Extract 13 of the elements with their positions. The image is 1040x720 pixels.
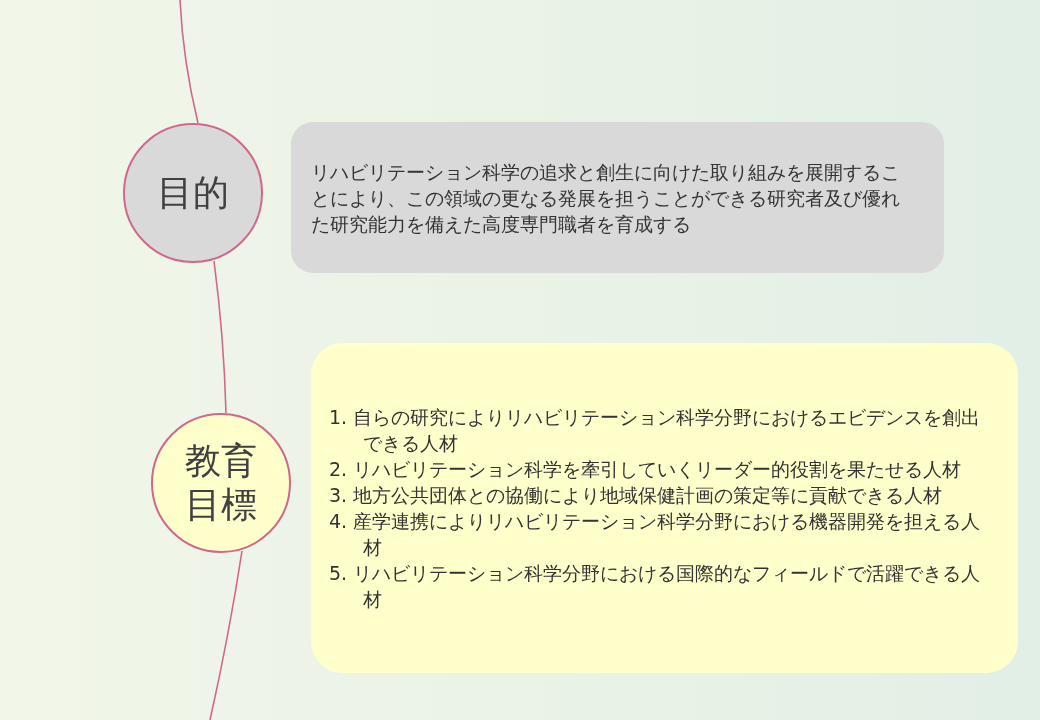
list-item: 2. リハビリテーション科学を牽引していくリーダー的役割を果たせる人材 (329, 457, 963, 482)
list-item: 1. 自らの研究によりリハビリテーション科学分野におけるエビデンスを創出できる人材 (329, 405, 982, 456)
connector-line (179, 0, 199, 124)
description-text: リハビリテーション科学の追求と創生に向けた取り組みを展開することにより、この領域の更なる発展を担うことができる研究者及び優れた研究能力を備えた高度専門職者を育成する (311, 159, 901, 237)
circle-label: 教育目標 (184, 439, 258, 527)
list-item: 4. 産学連携によりリハビリテーション科学分野における機器開発を担える人材 (329, 509, 982, 560)
text-box (291, 122, 944, 273)
list-item: 5. リハビリテーション科学分野における国際的なフィールドで活躍できる人材 (329, 561, 982, 612)
connector-line (213, 260, 227, 414)
circle-label: 目的 (156, 171, 230, 215)
connector-line (209, 550, 243, 720)
list-item: 3. 地方公共団体との協働により地域保健計画の策定等に貢献できる人材 (329, 483, 944, 508)
text-box (311, 343, 1018, 673)
